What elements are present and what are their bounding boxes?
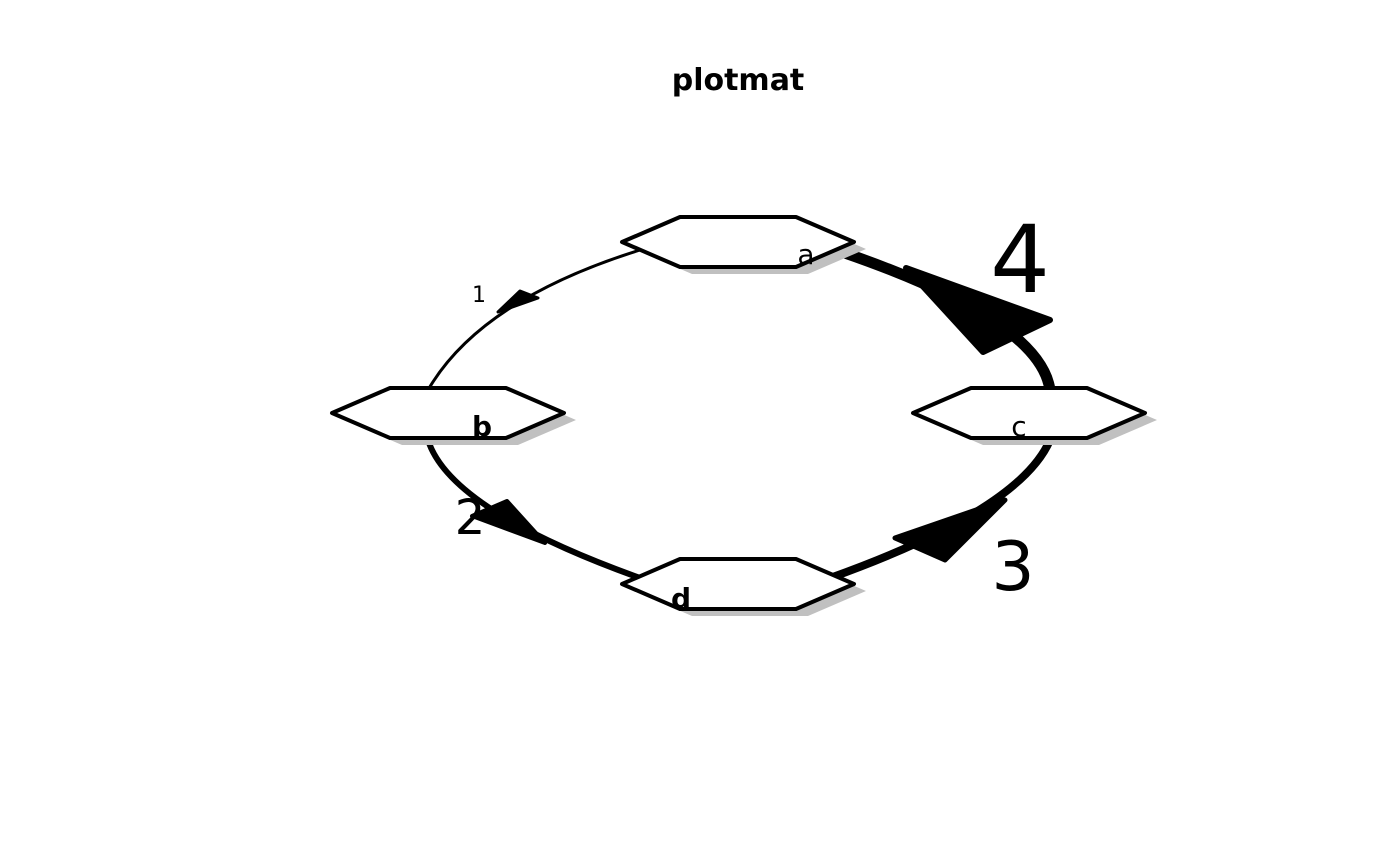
node-hexagon xyxy=(330,386,566,440)
node-hexagon xyxy=(911,386,1147,440)
edge-a-b xyxy=(426,248,641,391)
edge-label-1: 1 xyxy=(472,283,486,308)
arrowhead-2 xyxy=(470,499,547,545)
arrowhead-4 xyxy=(903,265,1053,355)
edge-label-2: 2 xyxy=(455,490,486,546)
node-label: c xyxy=(1011,410,1026,443)
arrowhead-3 xyxy=(892,497,1008,563)
node-label: a xyxy=(797,238,814,271)
node-c: c xyxy=(911,386,1157,445)
node-d: d xyxy=(620,557,866,616)
node-hexagon xyxy=(620,557,856,611)
node-label: b xyxy=(472,410,492,443)
edge-label-4: 4 xyxy=(990,206,1050,315)
node-hexagon xyxy=(620,215,856,269)
node-a: a xyxy=(620,215,866,274)
edge-label-3: 3 xyxy=(991,528,1034,607)
node-label: d xyxy=(671,582,691,615)
node-b: b xyxy=(330,386,576,445)
arrowhead-1 xyxy=(496,289,540,314)
diagram-title: plotmat xyxy=(672,63,805,98)
